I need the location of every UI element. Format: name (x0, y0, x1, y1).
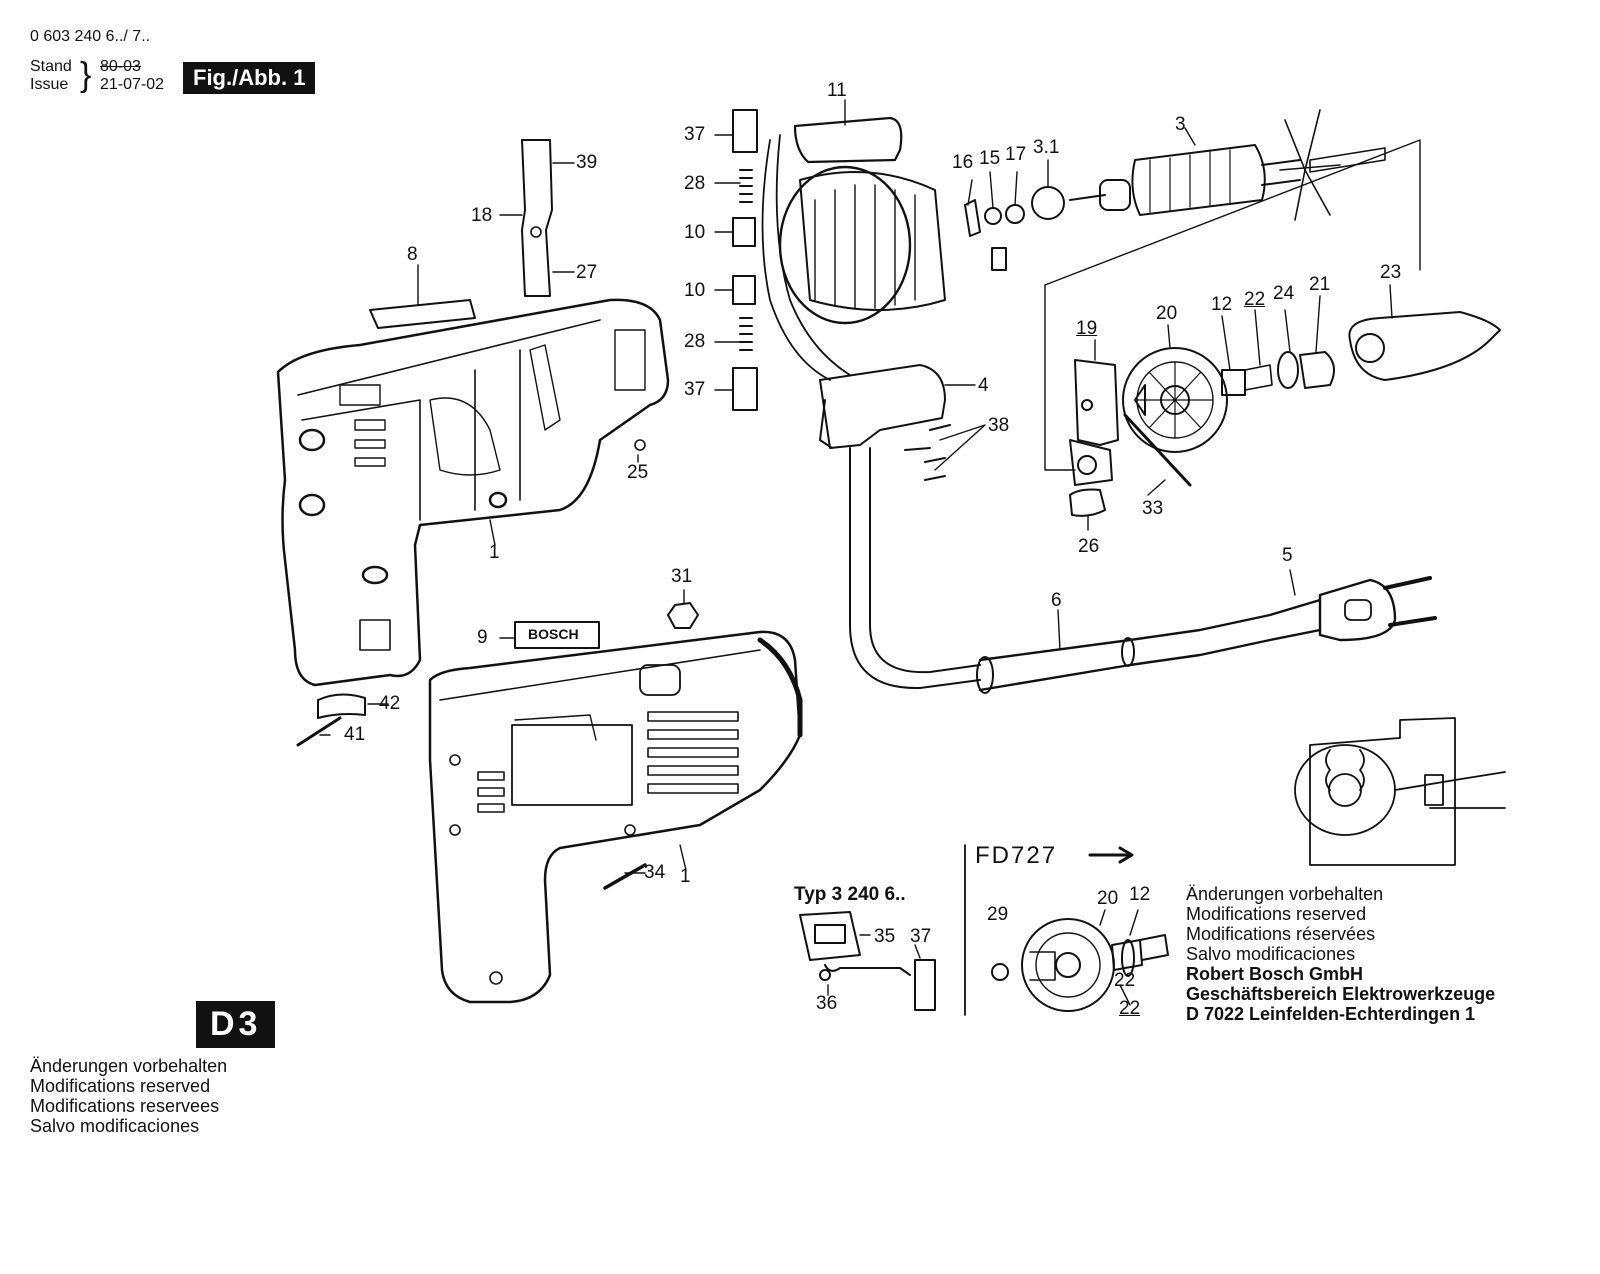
leader-lines (319, 99, 1393, 1006)
callout-15: 15 (979, 148, 1001, 169)
callout-27: 27 (576, 262, 598, 283)
callout-39: 39 (576, 152, 598, 173)
callout-42: 42 (379, 693, 401, 714)
inset-type-number: 3 240 6.. (831, 884, 906, 905)
callout-6: 6 (1051, 590, 1062, 611)
note-right-en: Modifications reserved (1186, 904, 1367, 924)
company-address: D 7022 Leinfelden-Echterdingen 1 (1186, 1004, 1476, 1024)
callout-20: 20 (1156, 303, 1178, 324)
note-left-fr: Modifications reservees (30, 1096, 220, 1116)
part-number: 0 603 240 6../ 7.. (30, 28, 151, 45)
note-right-fr: Modifications réservées (1186, 924, 1376, 944)
callout-12: 12 (1211, 294, 1233, 315)
figure-label: Fig./Abb. 1 (183, 62, 316, 94)
notes-left: Änderungen vorbehalten Modifications res… (30, 1056, 227, 1136)
callout-10b: 10 (684, 280, 706, 301)
brush-assembly (732, 109, 758, 411)
brand-plate-text: BOSCH (528, 626, 579, 642)
callout-11: 11 (827, 80, 847, 101)
nameplate (369, 299, 476, 329)
callout-41: 41 (344, 724, 366, 745)
callout-17: 17 (1005, 144, 1027, 165)
switch-unit (819, 364, 951, 481)
callout-38: 38 (988, 415, 1010, 436)
stator-field (761, 116, 946, 381)
stand-issue-block: Stand Issue (30, 58, 72, 94)
date-block: 80-03 21-07-02 (100, 58, 164, 94)
callout-3: 3 (1175, 114, 1186, 135)
callout-33: 33 (1142, 498, 1164, 519)
stand-label: Stand (30, 58, 72, 75)
callout-24: 24 (1273, 283, 1295, 304)
callout-5: 5 (1282, 545, 1293, 566)
company-division: Geschäftsbereich Elektrowerkzeuge (1186, 984, 1496, 1004)
screw-41 (296, 716, 342, 747)
housing-left-half (276, 298, 670, 687)
screw-34 (603, 863, 647, 890)
arrow-right-icon (1088, 846, 1134, 864)
note-left-de: Änderungen vorbehalten (30, 1056, 228, 1076)
inset-type-title: Typ 3 240 6.. (794, 884, 906, 906)
callout-16: 16 (952, 152, 974, 173)
armature (1044, 109, 1421, 286)
callout-3-1: 3.1 (1033, 137, 1060, 158)
fd-callout-20: 20 (1097, 888, 1119, 909)
switch-slide (521, 139, 553, 297)
nut-31 (667, 602, 699, 629)
power-cord (849, 447, 1437, 694)
notes-right: Änderungen vorbehalten Modifications res… (1186, 884, 1495, 1024)
callout-18: 18 (471, 205, 493, 226)
callout-9: 9 (477, 627, 488, 648)
callout-10a: 10 (684, 222, 706, 243)
callout-4: 4 (978, 375, 989, 396)
callout-21: 21 (1309, 274, 1331, 295)
stand-date: 80-03 (100, 58, 141, 75)
callout-28a: 28 (684, 173, 706, 194)
brand-plate-frame (514, 621, 600, 649)
inset-gear (991, 918, 1169, 1012)
company-name: Robert Bosch GmbH (1186, 964, 1364, 984)
callout-25: 25 (627, 462, 649, 483)
callout-1: 1 (489, 542, 500, 563)
bearing-stack (964, 186, 1065, 271)
fd-callout-29: 29 (987, 904, 1009, 925)
cable-clamp (317, 693, 366, 719)
housing-right-half (428, 630, 803, 1004)
callout-19: 19 (1076, 318, 1098, 339)
callout-37b: 37 (684, 379, 706, 400)
inset-callout-36: 36 (816, 993, 838, 1014)
brace-glyph: } (80, 56, 92, 94)
note-right-de: Änderungen vorbehalten (1186, 884, 1384, 904)
note-left-es: Salvo modificaciones (30, 1116, 200, 1136)
callout-34: 34 (644, 862, 666, 883)
callout-28b: 28 (684, 331, 706, 352)
issue-date: 21-07-02 (100, 76, 165, 93)
screw-25 (634, 439, 646, 451)
inset-type-prefix: Typ (794, 884, 827, 905)
fd-callout-22b: 22 (1119, 998, 1141, 1019)
fd-label: FD727 (975, 842, 1058, 869)
callout-37a: 37 (684, 124, 706, 145)
issue-label: Issue (30, 76, 69, 93)
callout-26: 26 (1078, 536, 1100, 557)
inset-callout-35: 35 (874, 926, 896, 947)
callout-8: 8 (407, 244, 418, 265)
fd-callout-22a: 22 (1114, 970, 1136, 991)
note-right-es: Salvo modificaciones (1186, 944, 1356, 964)
inset-switch (799, 911, 936, 1011)
section-badge: D3 (196, 1001, 276, 1048)
callout-23: 23 (1380, 262, 1402, 283)
callout-1b: 1 (680, 866, 691, 887)
fd-callout-12: 12 (1129, 884, 1151, 905)
inset-callout-37: 37 (910, 926, 932, 947)
gear-assembly (1044, 284, 1501, 517)
wiring-schematic (1294, 717, 1506, 866)
note-left-en: Modifications reserved (30, 1076, 211, 1096)
callout-22: 22 (1244, 289, 1266, 310)
callout-31: 31 (671, 566, 693, 587)
